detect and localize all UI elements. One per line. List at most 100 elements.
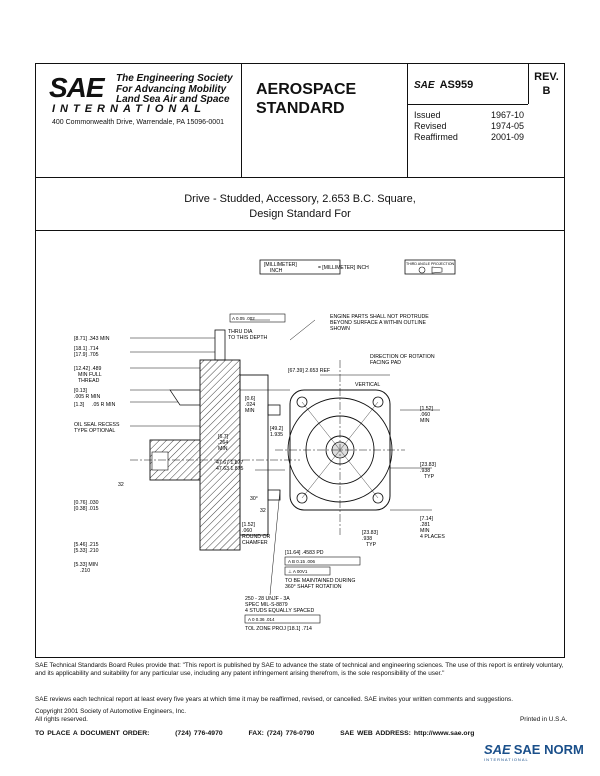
web-address[interactable]: http://www.sae.org xyxy=(413,730,475,737)
dim-pd: [11.64] .4583 PD xyxy=(285,550,324,556)
tagline-line3: Land Sea Air and Space xyxy=(116,94,230,105)
document-number: SAE AS959 xyxy=(414,79,473,91)
facing-pad: FACING PAD xyxy=(370,360,401,366)
dimension-lines xyxy=(130,319,440,511)
rotation-label: DIRECTION OF ROTATION xyxy=(370,354,435,360)
title-separator xyxy=(36,230,564,231)
issued-label: Issued xyxy=(414,110,441,120)
technical-drawing: [MILLIMETER] INCH = [MILLIMETER] INCH TH… xyxy=(74,259,456,632)
printed: Printed in U.S.A. xyxy=(520,716,568,723)
typ2-label: TYP xyxy=(366,542,377,548)
header-divider-1 xyxy=(241,64,242,177)
side-section xyxy=(130,329,300,551)
thru-dia: THRU DIA xyxy=(228,329,253,335)
dim-r4: .05 R MIN xyxy=(92,402,116,408)
document-title: Drive - Studded, Accessory, 2.653 B.C. S… xyxy=(36,192,564,222)
note-engine: ENGINE PARTS SHALL NOT PROTRUDE xyxy=(330,314,429,320)
header: SAE The Engineering Society For Advancin… xyxy=(36,64,564,178)
issued-row: Issued 1967-10 xyxy=(414,110,524,121)
dim-min4: MIN xyxy=(420,528,430,534)
reaffirmed-date: 2001-09 xyxy=(490,132,524,142)
header-hline xyxy=(408,104,528,105)
dim-r1: [0.13] xyxy=(74,388,88,394)
doc-prefix: SAE xyxy=(414,80,435,91)
standard-line2: STANDARD xyxy=(256,100,345,117)
tol-zone: TOL ZONE PROJ [18.1] .714 xyxy=(245,626,312,632)
rev-label: REV. xyxy=(534,71,559,83)
doc-number: AS959 xyxy=(439,79,474,91)
fax-label: FAX: xyxy=(248,730,264,737)
units-legend: [MILLIMETER] INCH = [MILLIMETER] INCH TH… xyxy=(259,259,456,275)
dim-2383b: [23.83] xyxy=(362,530,378,536)
dim-2653: [67.39] 2.653 REF xyxy=(288,368,330,374)
fcf-1: A 0.05 .002 xyxy=(232,316,255,321)
review-paragraph: SAE reviews each technical report at lea… xyxy=(35,696,513,703)
revised-label: Revised xyxy=(414,121,447,131)
thread-spec: 250 - 28 UNJF - 3A xyxy=(245,596,290,602)
dim-min2: MIN xyxy=(218,446,228,452)
dim-32: 32 xyxy=(118,482,124,488)
dim-216a: [5.46] .215 xyxy=(74,542,99,548)
units-box1b: INCH xyxy=(270,268,283,274)
rights: All rights reserved. xyxy=(35,716,88,723)
to-depth: TO THIS DEPTH xyxy=(228,335,268,341)
chamfer: CHAMFER xyxy=(242,540,268,546)
dim-1935: 1.935 xyxy=(270,432,283,438)
dim-489: [12.42] .489 xyxy=(74,366,102,372)
title-line2: Design Standard For xyxy=(249,208,351,220)
revision-box: REV. B xyxy=(529,70,564,98)
issued-date: 1967-10 xyxy=(490,110,524,120)
units-box2: = [MILLIMETER] INCH xyxy=(318,265,369,271)
dim-min: MIN xyxy=(245,408,255,414)
round-or: ROUND OR xyxy=(242,534,270,540)
dim-938: .938 xyxy=(420,468,430,474)
front-view xyxy=(275,360,405,535)
dim-1935a: [49.2] xyxy=(270,426,284,432)
type-opt: TYPE OPTIONAL xyxy=(74,428,115,434)
dim-2383: [23.83] xyxy=(420,462,436,468)
vertical-label: VERTICAL xyxy=(355,382,380,388)
dim-216b: [5.33] .210 xyxy=(74,548,99,554)
maintained: TO BE MAINTAINED DURING xyxy=(285,578,355,584)
brand-text: SAE NORM xyxy=(513,742,584,757)
dim-281: .281 xyxy=(420,522,430,528)
dim-060: .060 xyxy=(420,412,430,418)
dim-264: .264 xyxy=(218,440,228,446)
dim-r2: .005 R MIN xyxy=(74,394,100,400)
reaffirmed-label: Reaffirmed xyxy=(414,132,458,142)
dim-1877: 47.67 1.877 xyxy=(216,460,244,466)
dim-030a: [0.76] .030 xyxy=(74,500,99,506)
dim-030b: [0.38] .015 xyxy=(74,506,99,512)
web-label: SAE WEB ADDRESS: xyxy=(340,730,411,737)
dim-32b: 32 xyxy=(260,508,266,514)
rules-paragraph: SAE Technical Standards Board Rules prov… xyxy=(35,662,564,678)
brand-sub: INTERNATIONAL xyxy=(484,757,529,762)
dim-060b: .060 xyxy=(242,528,252,534)
projection-label: THIRD ANGLE PROJECTION xyxy=(406,262,455,266)
standard-type: AEROSPACE STANDARD xyxy=(256,80,356,118)
international-label: INTERNATIONAL xyxy=(52,103,207,115)
spec: SPEC MIL-S-8879 xyxy=(245,602,288,608)
dim-705: [17.9] .705 xyxy=(74,352,99,358)
dim-210: [5.33] MIN xyxy=(74,562,98,568)
dim-min3: MIN xyxy=(420,418,430,424)
dim-714: [18.1] .714 xyxy=(74,346,99,352)
dim-714b: [7.14] xyxy=(420,516,434,522)
document-frame: SAE The Engineering Society For Advancin… xyxy=(35,63,565,658)
dim-152b: [1.52] xyxy=(242,522,256,528)
order-label: TO PLACE A DOCUMENT ORDER: xyxy=(35,730,150,737)
dim-067: [6.7] xyxy=(218,434,229,440)
copyright: Copyright 2001 Society of Automotive Eng… xyxy=(35,708,186,715)
dim-938b: .938 xyxy=(362,536,372,542)
standard-line1: AEROSPACE xyxy=(256,81,357,98)
dim-152: [1.52] xyxy=(420,406,434,412)
dim-343: [8.71] .343 MIN xyxy=(74,336,110,342)
typ-label: TYP xyxy=(424,474,435,480)
note-engine2: BEYOND SURFACE A WITHIN OUTLINE xyxy=(330,320,427,326)
reaffirmed-row: Reaffirmed 2001-09 xyxy=(414,132,524,143)
thread: THREAD xyxy=(78,378,100,384)
fax-number: (724) 776-0790 xyxy=(266,730,315,737)
address: 400 Commonwealth Drive, Warrendale, PA 1… xyxy=(52,119,224,126)
